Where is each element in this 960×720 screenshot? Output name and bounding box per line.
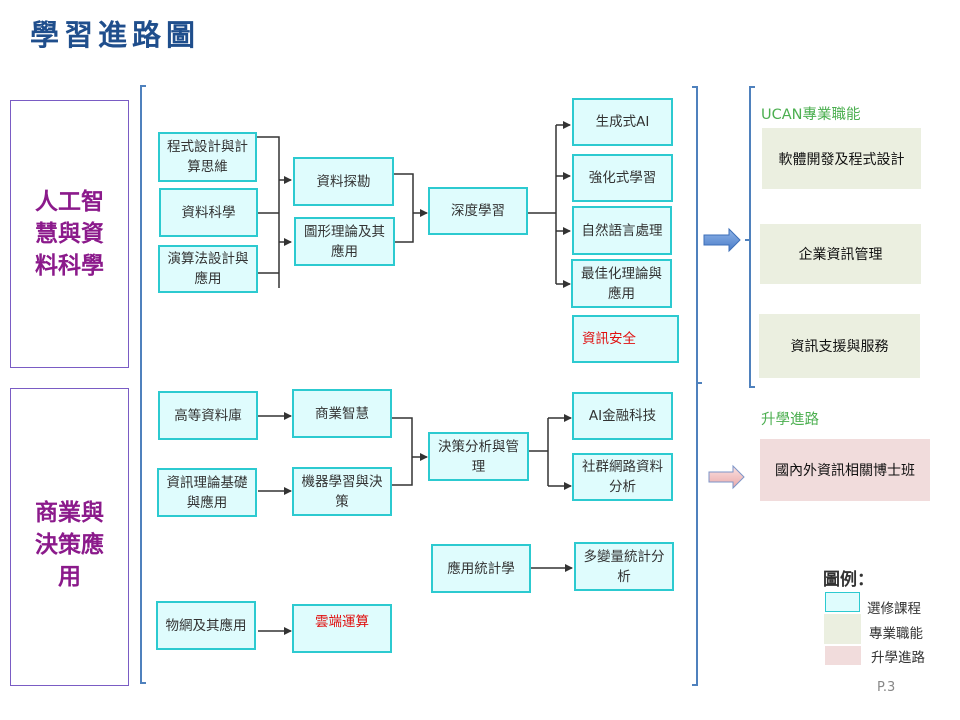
course-box[interactable]: 機器學習與決策 — [292, 467, 392, 516]
further-study-label: 升學進路 — [761, 412, 819, 428]
track-ai-data-science: 人工智慧與資料科學 — [10, 100, 129, 368]
study-arrow-icon — [708, 464, 745, 490]
course-box[interactable]: 資訊理論基礎與應用 — [157, 468, 257, 517]
right-bracket — [692, 86, 702, 686]
page-title: 學習進路圖 — [30, 18, 201, 52]
legend-label: 專業職能 — [869, 626, 923, 642]
course-box[interactable]: AI金融科技 — [572, 392, 673, 440]
course-box[interactable]: 深度學習 — [428, 187, 528, 235]
career-box[interactable]: 企業資訊管理 — [760, 224, 921, 284]
legend-title: 圖例： — [823, 570, 874, 590]
page-number: P.3 — [877, 680, 896, 695]
course-box[interactable]: 決策分析與管理 — [428, 432, 529, 481]
course-box-highlighted[interactable]: 資訊安全 — [572, 315, 679, 363]
legend-swatch-study — [825, 646, 861, 665]
career-arrow-icon — [703, 227, 741, 253]
course-box[interactable]: 應用統計學 — [431, 544, 531, 593]
course-box[interactable]: 演算法設計與應用 — [158, 245, 258, 293]
career-box[interactable]: 軟體開發及程式設計 — [762, 128, 921, 189]
career-box[interactable]: 資訊支援與服務 — [759, 314, 920, 378]
course-box[interactable]: 資料探勘 — [293, 157, 394, 206]
course-box[interactable]: 物網及其應用 — [156, 601, 256, 650]
legend-swatch-elective — [825, 592, 860, 612]
course-box[interactable]: 社群網路資料分析 — [572, 453, 673, 501]
further-study-box[interactable]: 國內外資訊相關博士班 — [760, 439, 930, 501]
course-box[interactable]: 資料科學 — [159, 188, 258, 237]
course-box[interactable]: 自然語言處理 — [572, 206, 672, 255]
course-box[interactable]: 強化式學習 — [572, 154, 673, 202]
careers-bracket — [745, 86, 755, 388]
track-business-decision: 商業與決策應用 — [10, 388, 129, 686]
legend-label: 升學進路 — [871, 650, 925, 666]
course-box[interactable]: 最佳化理論與應用 — [571, 259, 672, 308]
course-box-highlighted[interactable]: 雲端運算 — [292, 604, 392, 653]
legend-label: 選修課程 — [867, 601, 921, 617]
track-label: 人工智慧與資料科學 — [35, 189, 104, 279]
track-label: 商業與決策應用 — [35, 500, 104, 590]
course-box[interactable]: 高等資料庫 — [158, 391, 258, 440]
course-box[interactable]: 程式設計與計算思維 — [158, 132, 257, 182]
left-bracket — [140, 85, 146, 684]
careers-label: UCAN專業職能 — [761, 107, 861, 123]
course-box[interactable]: 圖形理論及其應用 — [294, 217, 395, 266]
course-box[interactable]: 多變量統計分析 — [574, 542, 674, 591]
course-box[interactable]: 生成式AI — [572, 98, 673, 146]
course-box[interactable]: 商業智慧 — [292, 389, 392, 438]
legend-swatch-career — [824, 614, 861, 644]
